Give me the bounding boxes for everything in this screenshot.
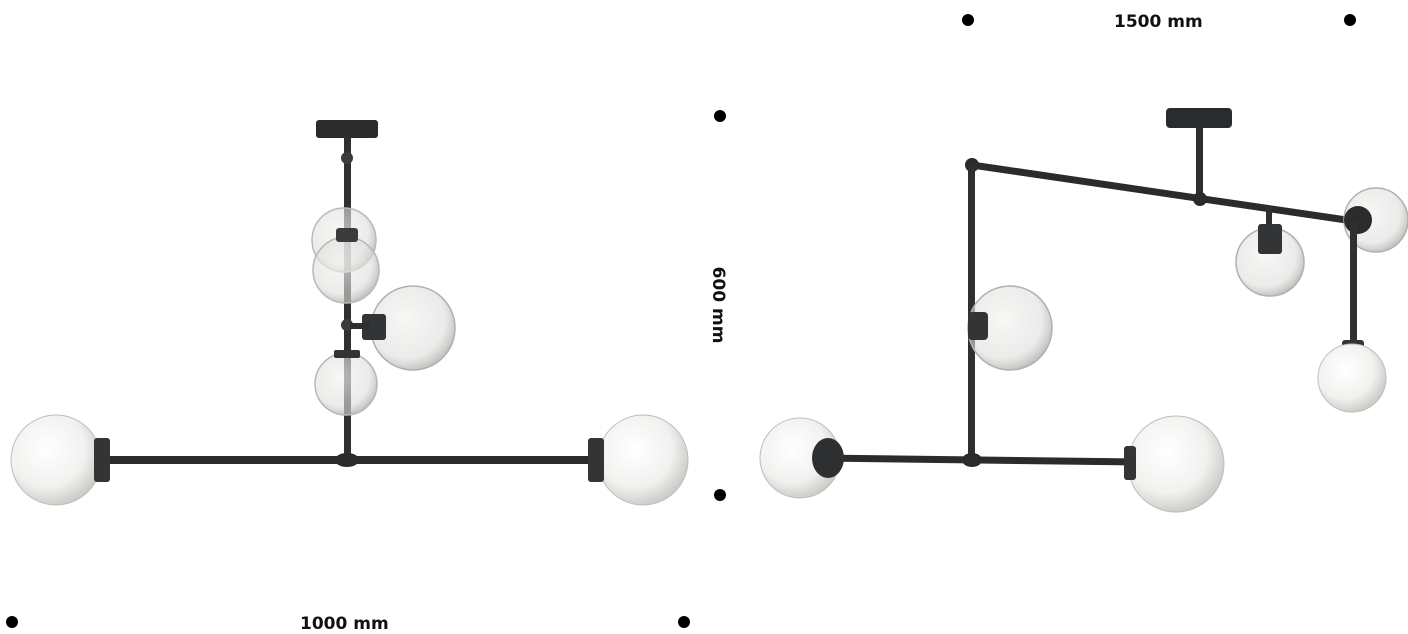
width-dimension-label-top: 1500 mm	[1114, 12, 1203, 32]
center-joint	[962, 453, 982, 467]
drop-rod	[1196, 126, 1203, 200]
arm-joint	[1344, 206, 1372, 234]
dimension-dot	[962, 14, 974, 26]
globe-arm	[350, 323, 370, 329]
arm-joint	[1193, 192, 1207, 206]
center-joint	[335, 453, 359, 467]
dimension-dot	[6, 616, 18, 628]
dimension-dot	[714, 110, 726, 122]
opal-globe	[1317, 343, 1387, 413]
dimension-markers	[6, 14, 1356, 628]
ceiling-canopy	[316, 120, 378, 138]
globe-socket	[94, 438, 110, 482]
dimension-dot	[1344, 14, 1356, 26]
stem-joint	[341, 152, 353, 164]
upper-arm	[968, 161, 1364, 226]
height-dimension-label: 600 mm	[708, 266, 728, 344]
globe-socket	[362, 314, 386, 340]
opal-globe	[597, 414, 689, 506]
globe-socket	[334, 350, 360, 358]
dimension-dot	[714, 489, 726, 501]
chandelier-front-view	[10, 120, 689, 506]
globe-socket	[588, 438, 604, 482]
width-dimension-label-bottom: 1000 mm	[300, 614, 389, 634]
globe-socket	[336, 228, 358, 242]
dimension-dot	[678, 616, 690, 628]
globe-socket	[968, 312, 988, 340]
clear-globe	[312, 236, 380, 304]
globe-socket	[812, 438, 844, 478]
ceiling-canopy	[1166, 108, 1232, 128]
opal-globe	[1127, 415, 1225, 513]
chandelier-angled-view	[759, 108, 1408, 513]
opal-globe	[10, 414, 102, 506]
globe-socket	[1258, 224, 1282, 254]
vertical-drop	[1350, 222, 1357, 348]
clear-globe	[314, 352, 378, 416]
globe-socket	[1124, 446, 1136, 480]
pendant-rod	[1266, 206, 1272, 230]
